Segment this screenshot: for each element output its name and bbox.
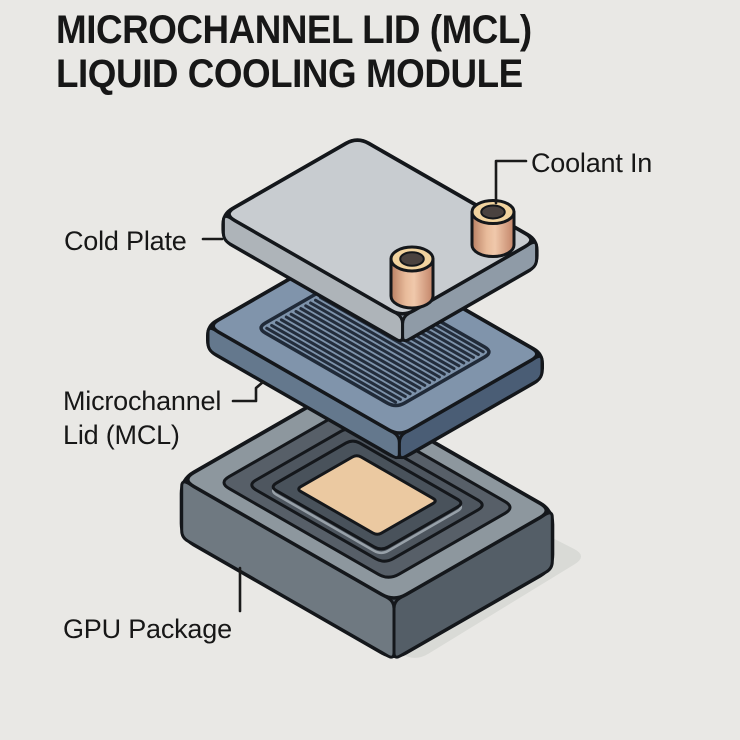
- label-microchannel-lid: Microchannel Lid (MCL): [63, 386, 222, 451]
- coolant-port-front: [389, 245, 435, 310]
- cold-plate-shape: [221, 138, 539, 343]
- label-coolant-in: Coolant In: [531, 148, 653, 178]
- microchannel-line: [313, 298, 446, 376]
- label-gpu-package: GPU Package: [63, 614, 232, 644]
- diagram-title: MICROCHANNEL LID (MCL) LIQUID COOLING MO…: [56, 8, 532, 96]
- microchannel-line: [270, 323, 402, 401]
- leader-coolant-in: [494, 159, 528, 205]
- microchannel-line: [289, 312, 422, 390]
- microchannel-line: [274, 321, 407, 399]
- leader-lines: [201, 159, 528, 613]
- microchannel-line: [304, 304, 437, 382]
- coolant-port-inlet: [470, 199, 516, 258]
- title-line-1: MICROCHANNEL LID (MCL): [56, 8, 532, 52]
- microchannel-line: [265, 326, 398, 404]
- microchannel-line: [309, 301, 441, 379]
- gpu-die: [297, 454, 437, 536]
- microchannel-line: [284, 315, 417, 393]
- title-line-2: LIQUID COOLING MODULE: [56, 52, 523, 96]
- microchannel-line: [279, 318, 412, 396]
- leader-mcl: [231, 380, 265, 403]
- microchannel-line: [294, 309, 427, 387]
- microchannel-line: [299, 307, 432, 385]
- label-cold-plate: Cold Plate: [64, 226, 187, 256]
